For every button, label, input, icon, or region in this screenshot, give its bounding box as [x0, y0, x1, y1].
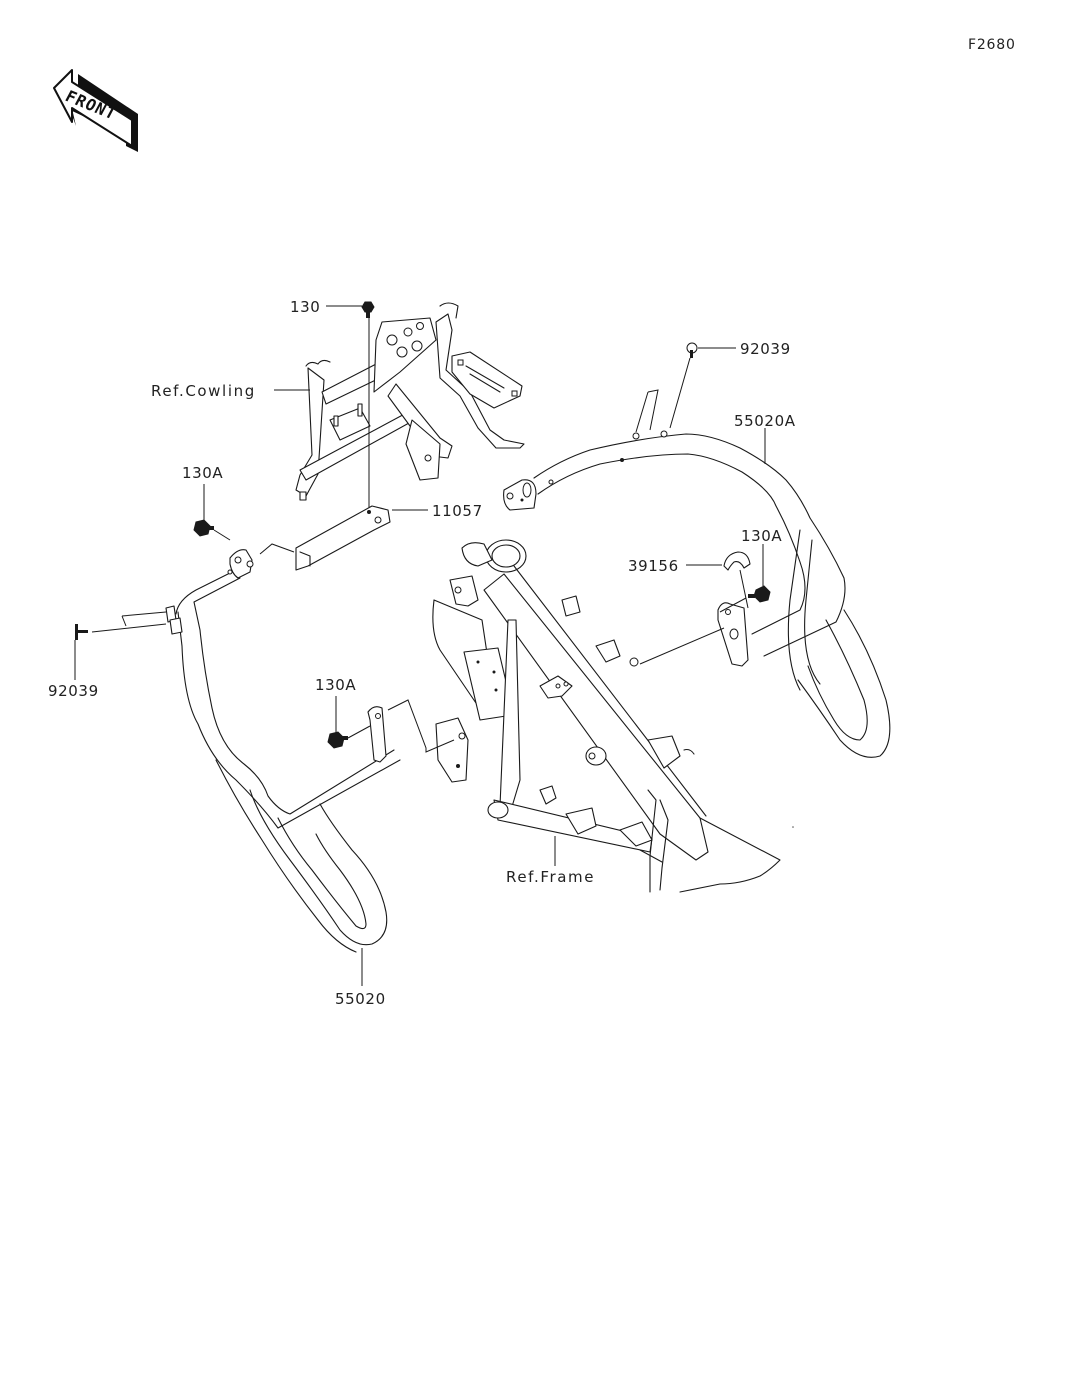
bolt-130A-lower-left-icon — [327, 731, 348, 749]
frame-drawing — [432, 539, 781, 893]
figure-id: F2680 — [968, 37, 1016, 53]
callout-55020A: 55020A — [734, 412, 796, 430]
screw-92039-right-icon — [686, 342, 698, 358]
cap-39156-icon — [723, 551, 751, 571]
callout-92039-left: 92039 — [48, 682, 99, 700]
callout-130A-right: 130A — [741, 527, 782, 545]
callout-92039-right: 92039 — [740, 340, 791, 358]
right-guard-55020A-drawing — [503, 430, 891, 758]
screw-92039-left-icon — [75, 624, 88, 640]
callout-ref-cowling: Ref.Cowling — [151, 382, 256, 400]
left-guard-55020-drawing — [165, 549, 401, 953]
callout-130A-lower-left: 130A — [315, 676, 356, 694]
callout-11057: 11057 — [432, 502, 483, 520]
callout-39156: 39156 — [628, 557, 679, 575]
bolt-130-icon — [361, 301, 375, 318]
callout-130: 130 — [290, 298, 320, 316]
callout-ref-frame: Ref.Frame — [506, 868, 595, 886]
callout-55020: 55020 — [335, 990, 386, 1008]
cowling-stay-drawing — [295, 302, 525, 501]
bracket-11057-drawing — [295, 505, 391, 571]
bolt-130A-right-icon — [748, 585, 771, 603]
callout-130A-upper-left: 130A — [182, 464, 223, 482]
bolt-130A-upper-left-icon — [193, 519, 214, 537]
front-arrow-icon: FRONT — [53, 69, 138, 152]
